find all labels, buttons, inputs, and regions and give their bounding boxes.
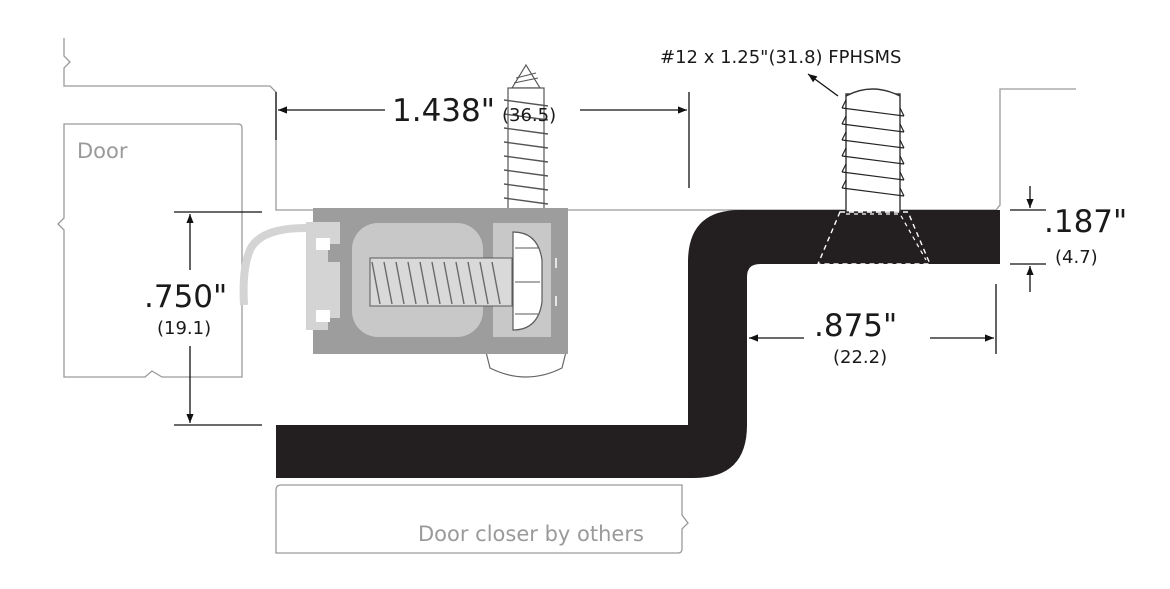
door-label: Door — [77, 139, 128, 163]
dimension-thickness-right — [1010, 186, 1046, 292]
dimension-thickness-mm: (4.7) — [1055, 247, 1098, 268]
seal-bulb — [239, 222, 340, 330]
dimension-height-left — [174, 211, 262, 426]
door-outline — [57, 123, 243, 378]
dimension-flange-inch: .875" — [814, 308, 897, 344]
frame-outline — [63, 38, 1076, 211]
dimension-width-inch: 1.438" — [392, 93, 495, 129]
dimension-flange-mm: (22.2) — [833, 347, 887, 368]
dimension-width-mm: (36.5) — [502, 105, 556, 126]
screw-callout-label: #12 x 1.25"(31.8) FPHSMS — [660, 47, 901, 68]
door-closer-label: Door closer by others — [418, 522, 644, 546]
z-angle — [276, 210, 1000, 478]
dimension-height-inch: .750" — [144, 279, 227, 315]
dimension-thickness-inch: .187" — [1044, 204, 1127, 240]
dimension-flange-right — [749, 284, 997, 354]
drill-screw — [485, 63, 567, 378]
door-closer-outline — [275, 484, 689, 554]
dimension-height-mm: (19.1) — [157, 318, 211, 339]
dimension-width-top — [275, 92, 690, 188]
countersunk-screw — [807, 73, 932, 265]
seal-retainer — [313, 208, 568, 354]
